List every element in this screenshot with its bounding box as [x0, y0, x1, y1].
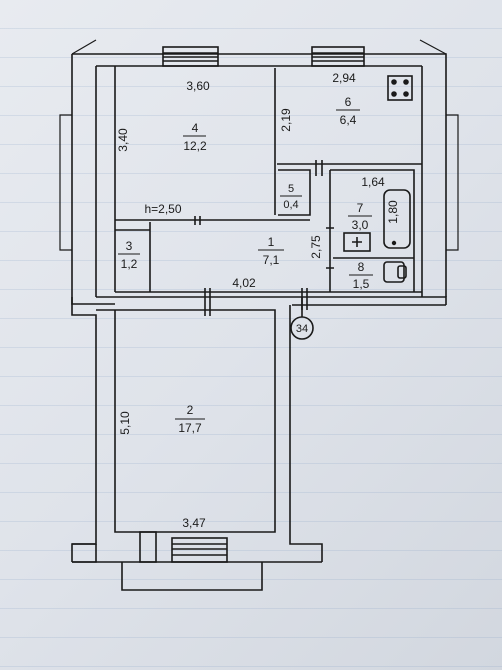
- dim-hall-width: 2,75: [309, 235, 323, 259]
- fraction-lines: [118, 109, 373, 420]
- room-3-area: 1,2: [121, 257, 138, 271]
- axis-marker-label: 34: [296, 323, 308, 335]
- dim-room4-length: 3,40: [116, 128, 130, 152]
- room-8-number: 8: [358, 260, 365, 274]
- room-8-area: 1,5: [353, 277, 370, 291]
- walls: [59, 39, 459, 591]
- dim-room7-width: 1,64: [361, 175, 385, 189]
- room-6-area: 6,4: [340, 113, 357, 127]
- room-3-number: 3: [126, 239, 133, 253]
- room-6-number: 6: [345, 95, 352, 109]
- dim-ceiling-height: h=2,50: [144, 202, 181, 216]
- room-1-number: 1: [268, 235, 275, 249]
- room-2-area: 17,7: [178, 421, 202, 435]
- room-4-area: 12,2: [183, 139, 207, 153]
- dim-bathtub-length: 1,80: [386, 200, 400, 224]
- dim-room2-width: 3,47: [182, 516, 206, 530]
- dim-room4-width: 3,60: [186, 79, 210, 93]
- dim-room6-length: 2,19: [279, 108, 293, 132]
- dim-room2-length: 5,10: [118, 411, 132, 435]
- dim-room6-width: 2,94: [332, 71, 356, 85]
- room-1-area: 7,1: [263, 253, 280, 267]
- room-5-area: 0,4: [283, 199, 298, 211]
- room-7-number: 7: [357, 201, 364, 215]
- dim-hall-length: 4,02: [232, 276, 256, 290]
- room-2-number: 2: [187, 403, 194, 417]
- room-5-number: 5: [288, 183, 294, 195]
- room-7-area: 3,0: [352, 218, 369, 232]
- room-4-number: 4: [192, 121, 199, 135]
